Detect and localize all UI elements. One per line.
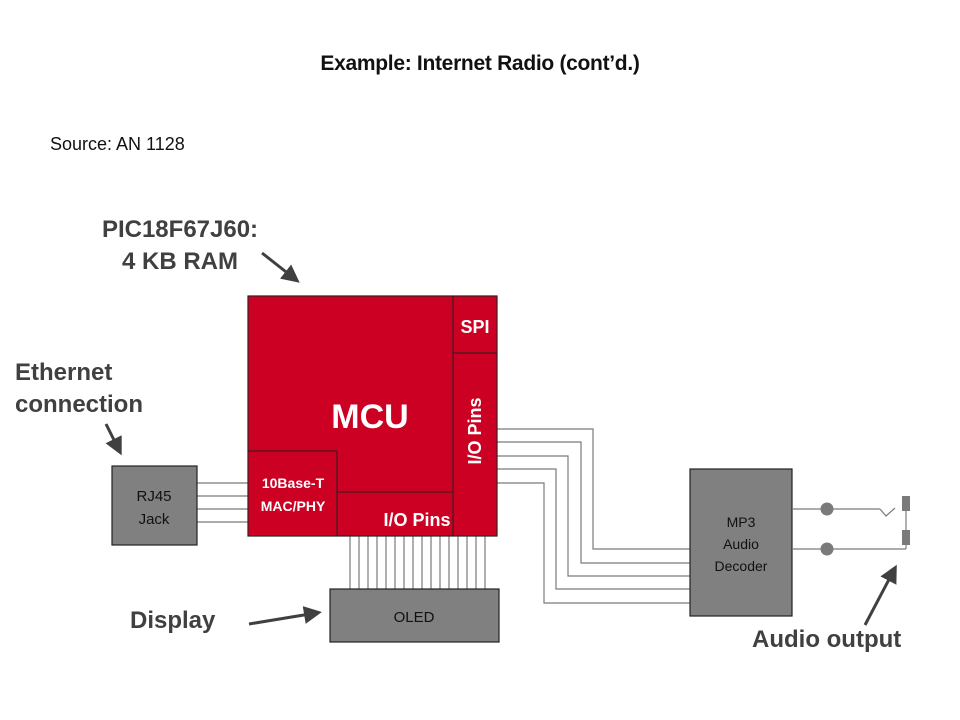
jack-terminal-dot: [820, 542, 834, 556]
ethernet-wires: [197, 482, 249, 523]
mp3-decoder-block: MP3 Audio Decoder: [689, 468, 793, 617]
audio-jack: [792, 496, 910, 556]
mac-label-line1: 10Base-T: [262, 475, 325, 491]
mcu-pointer-arrow: [261, 251, 300, 283]
oled-bus-wires: [349, 536, 486, 589]
oled-block: OLED: [329, 588, 500, 643]
source-note: Source: AN 1128: [50, 134, 185, 154]
mcu-part-label: PIC18F67J60: 4 KB RAM: [80, 214, 280, 278]
audio-output-label: Audio output: [752, 626, 902, 653]
audio-pointer-arrow: [863, 564, 897, 626]
mp3-label-line2: Audio: [723, 536, 759, 552]
rj45-jack-block: RJ45 Jack: [111, 465, 198, 546]
ethernet-pointer-arrow: [104, 423, 122, 456]
spi-block: [452, 295, 498, 354]
oled-label: OLED: [394, 609, 435, 626]
io-pins-vertical-block: [452, 352, 498, 537]
io-pins-bottom-label: I/O Pins: [383, 510, 450, 530]
mp3-label-line3: Decoder: [715, 558, 768, 574]
jack-terminal-dot: [820, 502, 834, 516]
mcu-block: MCU SPI I/O Pins I/O Pins 10Base-T MAC/P…: [247, 295, 498, 537]
mac-phy-block: [247, 450, 338, 537]
jack-spring-contact: [879, 507, 896, 517]
rj45-label-line1: RJ45: [136, 488, 171, 505]
mp3-label-line1: MP3: [727, 514, 756, 530]
rj45-label-line2: Jack: [139, 511, 170, 528]
io-pins-vertical-label: I/O Pins: [465, 397, 485, 464]
ethernet-label: Ethernet connection: [15, 357, 143, 421]
display-label: Display: [130, 607, 216, 634]
jack-contact: [902, 530, 910, 545]
spi-label: SPI: [460, 317, 489, 337]
mcu-ram-size: 4 KB RAM: [121, 248, 238, 275]
display-pointer-arrow: [248, 606, 322, 626]
ethernet-label-line1: Ethernet: [15, 359, 113, 386]
ethernet-label-line2: connection: [15, 391, 144, 418]
jack-contact: [902, 496, 910, 511]
mcu-label: MCU: [331, 398, 408, 436]
mac-label-line2: MAC/PHY: [261, 498, 326, 514]
mcu-part-number: PIC18F67J60:: [101, 216, 259, 243]
slide-title: Example: Internet Radio (cont’d.): [320, 52, 640, 75]
decoder-bus-wires: [497, 428, 690, 604]
